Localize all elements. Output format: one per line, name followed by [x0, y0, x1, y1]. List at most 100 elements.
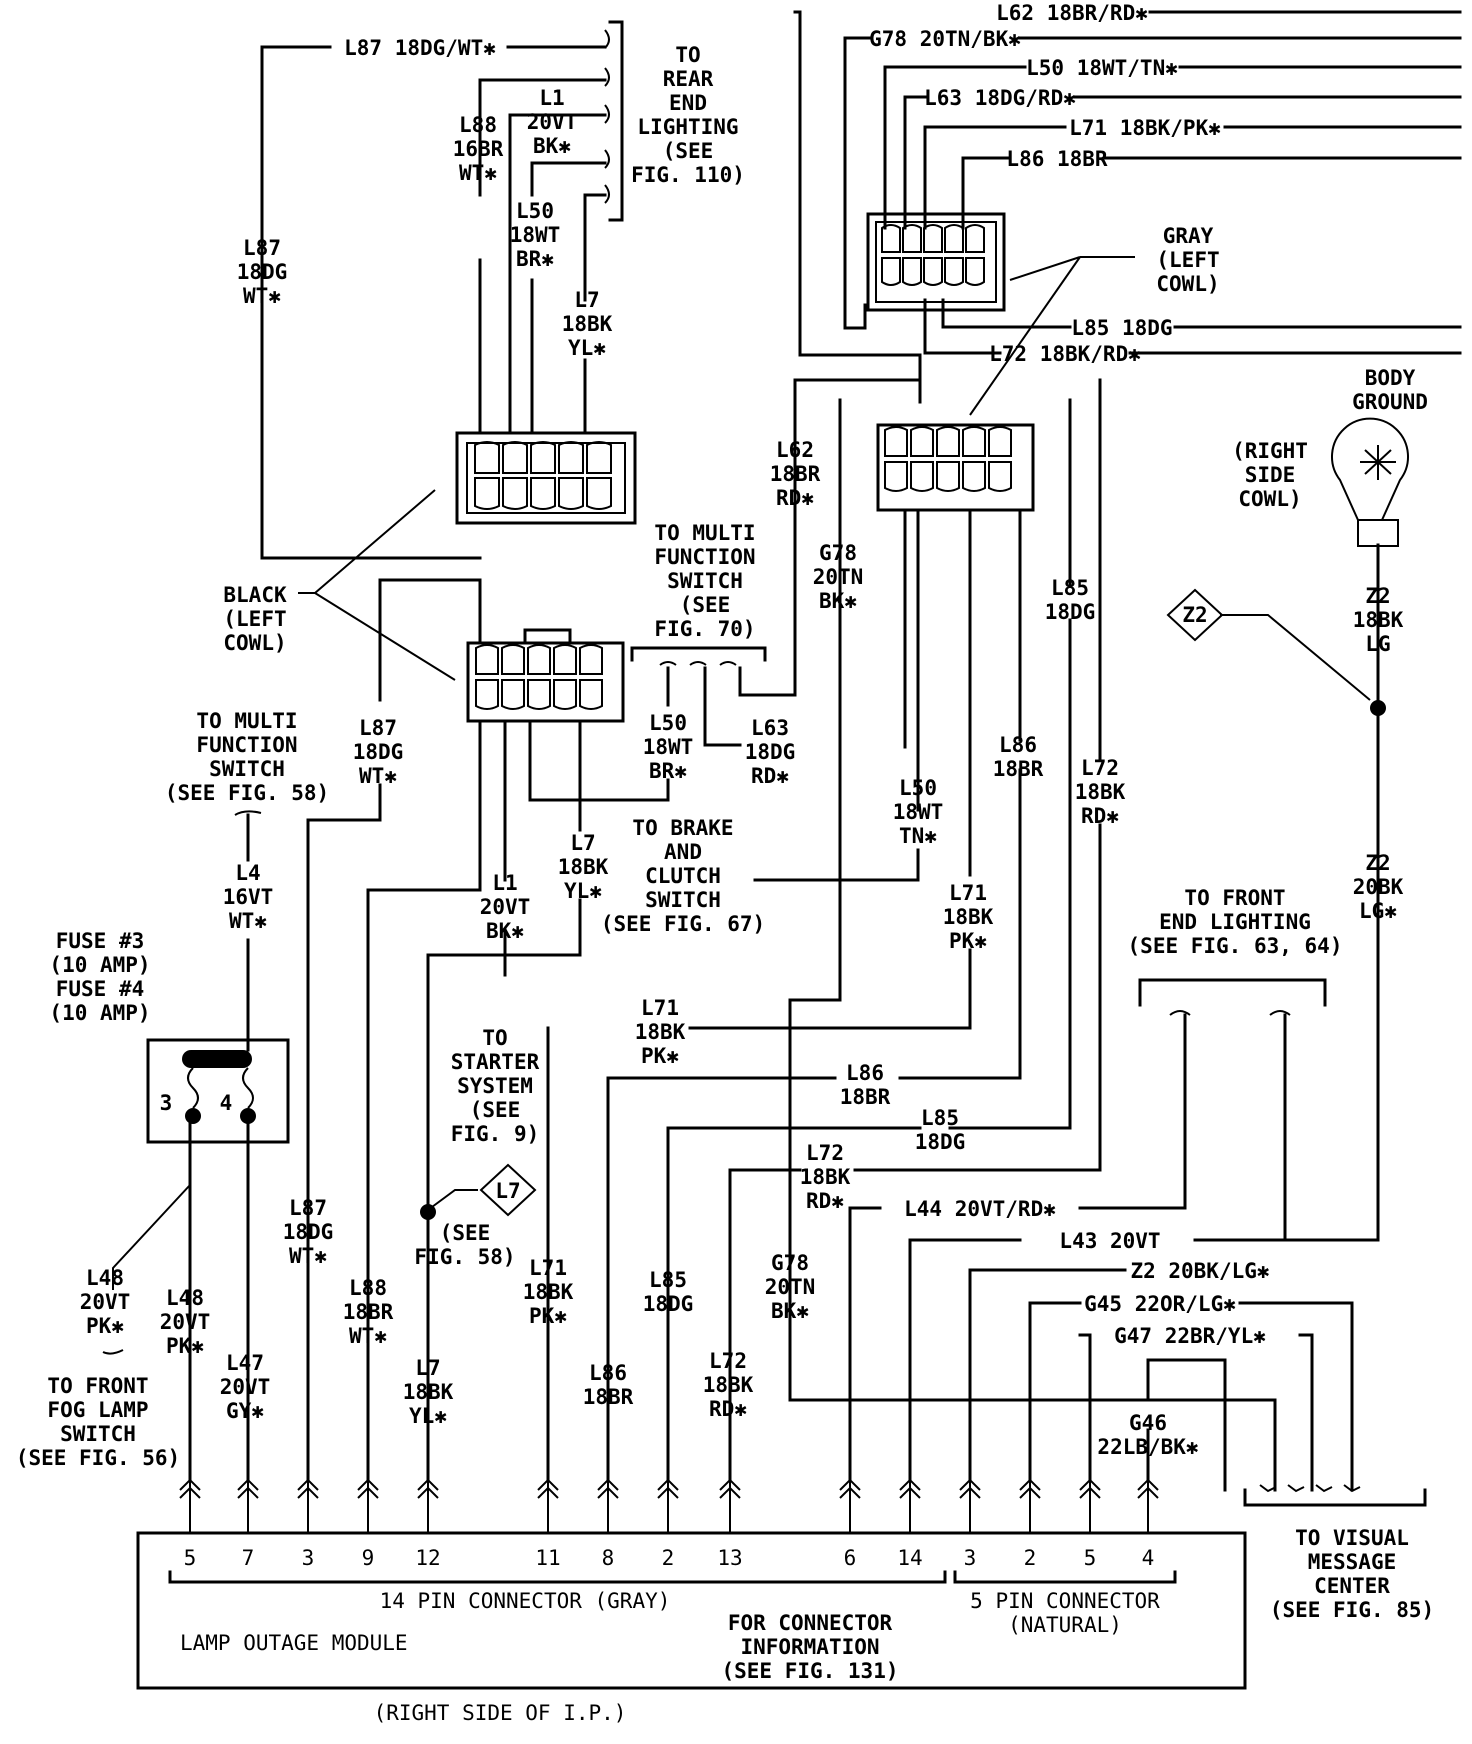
wire-label-l72-bot: L72: [709, 1349, 747, 1373]
wire-label-l48-a: L48: [86, 1266, 124, 1290]
pin-5-5: 5: [1084, 1546, 1097, 1570]
wire-label-l72-bot: 18BK: [703, 1373, 754, 1397]
connector-info: (SEE FIG. 131): [721, 1659, 898, 1683]
wire-label-l44: L44 20VT/RD✱: [904, 1197, 1056, 1221]
pin-connector-14: [417, 1478, 439, 1533]
body-ground-location: (RIGHT: [1232, 439, 1308, 463]
dest-rear-end-lighting: LIGHTING: [637, 115, 738, 139]
dest-fog-lamp: TO FRONT: [47, 1374, 148, 1398]
wire-label-l71-h: L71: [641, 996, 679, 1020]
z2-splice-dot: [1370, 700, 1386, 716]
wire-label-l43: L43 20VT: [1059, 1229, 1160, 1253]
dest-starter: FIG. 9): [451, 1122, 540, 1146]
wire-label-l87-bot: WT✱: [289, 1244, 327, 1268]
pin-drops: [179, 1478, 1159, 1533]
body-ground-icon: [1331, 417, 1409, 547]
gray-left-cowl-label: (LEFT: [1156, 248, 1219, 272]
pin-14-5: 5: [184, 1546, 197, 1570]
wire-label-l71-v: L71: [949, 881, 987, 905]
wire-l88-to-module: [366, 719, 482, 1482]
wire-label-l85-bot: 18DG: [643, 1292, 694, 1316]
pin-connector-14: [237, 1478, 259, 1533]
lamp-outage-module-box: [136, 1531, 1247, 1690]
wire-label-l86-bot: L86: [589, 1361, 627, 1385]
dest-brake-clutch: AND: [664, 840, 702, 864]
black-left-cowl-label: COWL): [223, 631, 286, 655]
wire-l87-mid-top: [378, 578, 482, 645]
wire-l62: [793, 10, 922, 404]
wire-label-g46: 22LB/BK✱: [1097, 1435, 1199, 1459]
wire-label-l63-mid: L63: [751, 716, 789, 740]
wire-l71: [923, 125, 1067, 230]
wire-label-l72-v: RD✱: [1081, 804, 1119, 828]
wire-l72: [923, 298, 1002, 355]
l7-splice-dot: [420, 1204, 436, 1220]
module-name: LAMP OUTAGE MODULE: [180, 1631, 408, 1655]
wire-label-l71-bot: PK✱: [529, 1304, 567, 1328]
fuse-label: FUSE #3: [56, 929, 145, 953]
pin-connector-14: [179, 1478, 201, 1533]
gray-left-cowl-label: COWL): [1156, 272, 1219, 296]
wire-label-g78-bot: 20TN: [765, 1275, 816, 1299]
wire-label-l7-bot: 18BK: [403, 1380, 454, 1404]
wire-label-l85-v: 18DG: [1045, 600, 1096, 624]
wire-label-l88-bot: 18BR: [343, 1300, 394, 1324]
connector-info: FOR CONNECTOR: [728, 1611, 893, 1635]
dest-rear-end-lighting: FIG. 110): [631, 163, 745, 187]
wire-label-z2-18: 18BK: [1353, 608, 1404, 632]
z2-diamond-label: Z2: [1182, 603, 1207, 627]
wire-label-l87-bot: 18DG: [283, 1220, 334, 1244]
wire-label-g78-v: BK✱: [819, 589, 857, 613]
wire-label-l86-h: 18BR: [840, 1085, 891, 1109]
wire-l85-h: [948, 618, 1072, 1130]
wire-label-l71-bot: 18BK: [523, 1280, 574, 1304]
pin-connector-14: [537, 1478, 559, 1533]
wire-label-l48-b: PK✱: [166, 1334, 204, 1358]
dest-multi-function-70: (SEE: [680, 593, 731, 617]
wire-label-l48-b: L48: [166, 1286, 204, 1310]
wire-l85: [941, 298, 1072, 329]
wire-l44: [1078, 1013, 1187, 1210]
wire-label-g78-v: 20TN: [813, 565, 864, 589]
wire-label-l48-a: 20VT: [80, 1290, 131, 1314]
wire-label-l72-top: L72 18BK/RD✱: [989, 342, 1141, 366]
vmc-bracket: [1243, 1488, 1427, 1507]
dest-rear-end-lighting: (SEE: [663, 139, 714, 163]
front-end-bracket: [1138, 978, 1327, 1007]
pin-14-8: 8: [602, 1546, 615, 1570]
gray-connector-upper: [866, 212, 1135, 312]
wire-label-l72-h: L72: [806, 1141, 844, 1165]
dest-starter: TO: [482, 1026, 507, 1050]
wire-label-l4: L4: [235, 861, 260, 885]
dest-multi-function-70: FIG. 70): [654, 617, 755, 641]
black-left-cowl-label: (LEFT: [223, 607, 286, 631]
wire-label-g78-bot: BK✱: [771, 1299, 809, 1323]
dest-visual-message: (SEE FIG. 85): [1270, 1598, 1434, 1622]
wire-label-l4: 16VT: [223, 885, 274, 909]
wire-label-l63-mid: RD✱: [751, 764, 789, 788]
dest-fog-lamp: FOG LAMP: [47, 1398, 148, 1422]
wire-label-l87-v: L87: [243, 236, 281, 260]
rear-end-lighting-bracket: [478, 20, 624, 222]
pin-connector-14: [657, 1478, 679, 1533]
wire-l50-tn-brake: [753, 848, 920, 882]
wire-label-l71-v: 18BK: [943, 905, 994, 929]
wire-label-l7-top: 18BK: [562, 312, 613, 336]
wire-label-g78-bot: G78: [771, 1251, 809, 1275]
l7-diamond-label: L7: [495, 1179, 520, 1203]
wire-label-l48-b: 20VT: [160, 1310, 211, 1334]
dest-rear-end-lighting: END: [669, 91, 707, 115]
wire-label-l71-bot: L71: [529, 1256, 567, 1280]
body-ground-location: SIDE: [1245, 463, 1296, 487]
wire-label-g46: G46: [1129, 1411, 1167, 1435]
fuse-label: (10 AMP): [49, 1001, 150, 1025]
dest-visual-message: MESSAGE: [1308, 1550, 1397, 1574]
wire-l63: [903, 95, 927, 230]
connector-info: INFORMATION: [740, 1635, 879, 1659]
black-cowl-pointer: [298, 489, 456, 681]
dest-visual-message: TO VISUAL: [1295, 1526, 1409, 1550]
wire-label-l86-h: L86: [846, 1061, 884, 1085]
wire-l50: [883, 65, 1027, 230]
wire-label-l88-top: WT✱: [459, 161, 497, 185]
bracket-5pin: [953, 1570, 1177, 1584]
